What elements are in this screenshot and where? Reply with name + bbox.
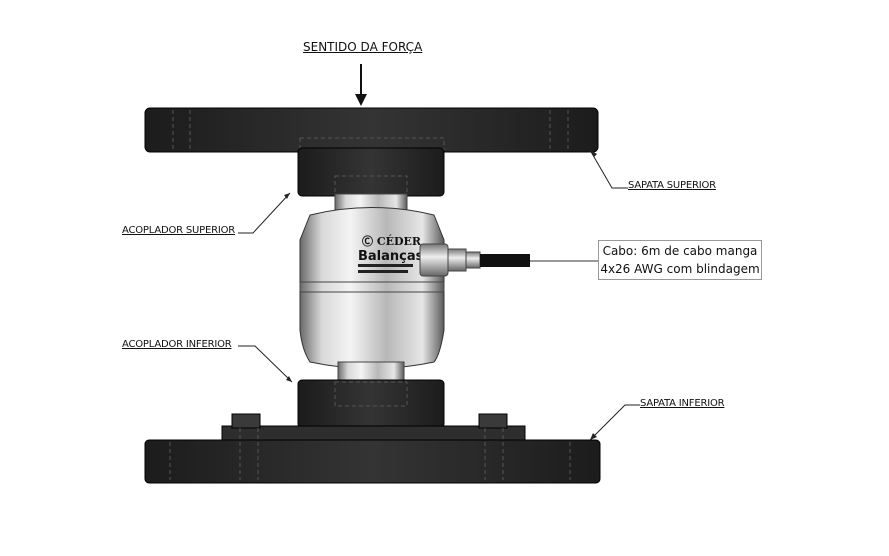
bolt-icon — [231, 413, 508, 429]
cable-note-line1: Cabo: 6m de cabo manga — [602, 244, 758, 258]
svg-text:Ⓒ CÉDER: Ⓒ CÉDER — [362, 234, 422, 248]
label-sapata-inferior: SAPATA INFERIOR — [640, 398, 725, 409]
bottom-plate — [144, 439, 601, 484]
label-acoplador-inferior: ACOPLADOR INFERIOR — [122, 339, 232, 350]
top-coupler — [297, 147, 445, 197]
force-arrow-icon — [355, 64, 367, 106]
load-cell: Ⓒ CÉDER Balanças — [299, 193, 445, 383]
cable-connector — [419, 243, 481, 277]
label-sapata-superior: SAPATA SUPERIOR — [628, 180, 716, 191]
top-plate — [144, 107, 599, 153]
cable-note: Cabo: 6m de cabo manga 4x26 AWG com blin… — [598, 240, 762, 280]
cable — [480, 254, 530, 267]
force-direction-title: SENTIDO DA FORÇA — [303, 40, 423, 54]
cable-note-line2: 4x26 AWG com blindagem — [600, 262, 760, 276]
bottom-coupler — [297, 379, 445, 429]
label-acoplador-superior: ACOPLADOR SUPERIOR — [122, 225, 236, 236]
svg-text:Balanças: Balanças — [358, 249, 424, 264]
